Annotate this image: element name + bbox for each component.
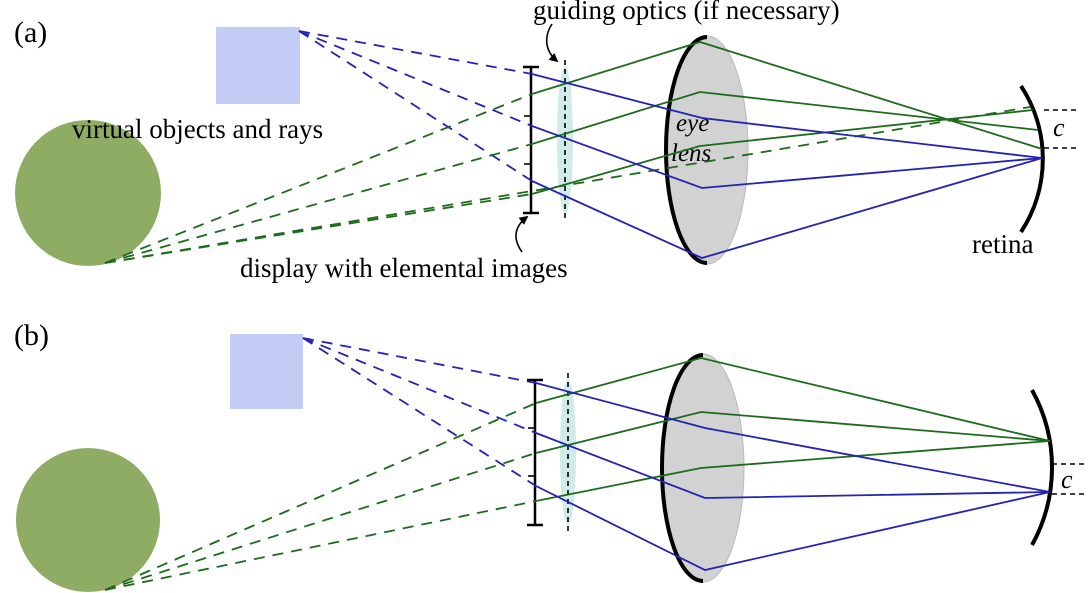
retina-arc [1019,84,1045,234]
guiding-optics-label: guiding optics (if necessary) [533,0,840,25]
display-panel [523,65,539,215]
virtual-ray-green [104,143,533,264]
virtual-circle-object [15,120,161,266]
ray-blue [535,432,1051,499]
ray-green [531,109,1034,195]
ray-green [535,440,1051,502]
ray-blue [535,485,1051,571]
virtual-rays-blue [298,30,533,182]
eye-lens-label-line2: lens [671,140,711,167]
virtual-chief-ray-green [104,106,1031,264]
rays-blue [535,382,1051,571]
virtual-ray-green [104,93,533,264]
ray-green [531,41,1043,150]
guiding-optics-arrow [545,23,559,63]
virtual-objects-label: virtual objects and rays [72,114,323,144]
virtual-rays-green [104,402,537,591]
panel-b: (b) c [14,319,1084,592]
ray-blue [531,125,1043,189]
virtual-rays-blue [302,337,537,487]
virtual-ray-blue [298,30,533,75]
virtual-ray-blue [298,30,533,182]
display-arrow [515,215,529,253]
spot-size-bracket: c [1044,109,1078,149]
panel-a-label: (a) [14,16,47,49]
rays-green [535,357,1051,502]
virtual-ray-green [104,402,537,591]
retina-arc [1030,389,1055,546]
display-label: display with elemental images [240,253,568,283]
eye-lens: eye lens [664,35,749,265]
ray-blue [531,157,1043,259]
virtual-ray-blue [302,337,537,384]
guiding-optics [557,60,573,220]
spot-size-label-b: c [1061,465,1073,494]
virtual-square-object [216,27,300,104]
virtual-ray-blue [302,337,537,487]
rays-green [531,41,1043,195]
retina-label: retina [972,229,1033,259]
ray-green [535,357,1051,442]
guiding-optics-lens [557,66,573,214]
eye-lens-label-line1: eye [676,110,709,137]
spot-size-bracket: c [1052,463,1084,495]
guiding-optics-lens [560,379,576,525]
eye-lens-surface [660,353,704,583]
virtual-ray-green [104,500,537,591]
ray-blue [531,73,1043,159]
virtual-ray-green [104,193,533,264]
panel-b-label: (b) [14,319,49,352]
ray-blue [535,382,1051,493]
virtual-rays-green [104,93,1031,264]
eye-lens-surface [664,35,708,265]
virtual-ray-blue [298,30,533,127]
virtual-circle-object [16,448,160,592]
ray-green [531,91,1039,145]
rays-blue [531,73,1043,259]
virtual-ray-green [104,452,537,591]
panel-a: (a) virtual objects and rays eye lens re… [14,0,1078,283]
virtual-square-object [230,334,303,409]
ray-green [535,411,1051,454]
virtual-ray-blue [302,337,537,434]
spot-size-label-a: c [1053,113,1065,142]
guiding-optics [560,373,576,531]
